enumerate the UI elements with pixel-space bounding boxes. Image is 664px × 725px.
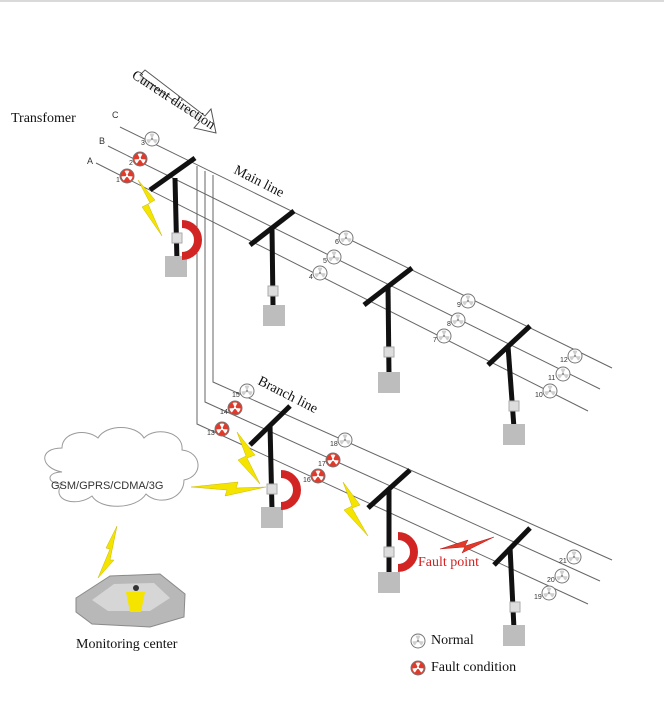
normal-indicator-icon	[326, 249, 342, 265]
normal-indicator-icon	[312, 265, 328, 281]
bolt-icon	[190, 481, 267, 497]
lightning-bolts	[97, 179, 369, 579]
fault-indicator-icon	[310, 468, 326, 484]
legend-normal-label: Normal	[431, 633, 474, 648]
cloud-icon	[44, 427, 199, 507]
indicator-number: 19	[534, 594, 542, 601]
fault-point-label: Fault point	[418, 555, 480, 570]
phase-b-label: B	[99, 136, 105, 146]
phase-a-label: A	[87, 156, 93, 166]
current-direction-arrow	[139, 69, 217, 134]
fault-indicator-icon	[214, 421, 230, 437]
indicator-number: 17	[318, 461, 326, 468]
main-line-poles	[148, 155, 532, 445]
network-label: GSM/GPRS/CDMA/3G	[51, 480, 164, 492]
indicator-number: 1	[116, 177, 120, 184]
indicator-number: 20	[547, 577, 555, 584]
monitoring-center-icon	[75, 573, 186, 628]
bolt-icon	[97, 525, 118, 579]
normal-indicator-icon	[541, 585, 557, 601]
normal-indicator-icon	[555, 366, 571, 382]
indicator-number: 2	[129, 160, 133, 167]
normal-indicator-icon	[554, 568, 570, 584]
normal-indicator-icon	[337, 432, 353, 448]
normal-indicator-icon	[542, 383, 558, 399]
fault-indicator-icon	[132, 151, 148, 167]
top-divider	[0, 0, 664, 2]
indicator-number: 8	[447, 321, 451, 328]
fault-point-icon	[439, 536, 495, 554]
bolt-icon	[342, 481, 369, 537]
indicator-number: 5	[323, 258, 327, 265]
normal-indicator-icon	[338, 230, 354, 246]
indicator-number: 13	[207, 430, 215, 437]
branch-line-poles	[248, 404, 532, 646]
indicator-number: 21	[559, 558, 567, 565]
normal-indicator-icon	[239, 383, 255, 399]
indicator-number: 7	[433, 337, 437, 344]
normal-indicator-icon	[144, 131, 160, 147]
indicator-number: 6	[335, 239, 339, 246]
indicator-number: 10	[535, 392, 543, 399]
bolt-icon	[236, 431, 261, 485]
monitoring-center-label: Monitoring center	[76, 637, 178, 652]
fault-indicators	[119, 131, 583, 601]
normal-indicator-icon	[460, 293, 476, 309]
legend-normal-icon	[410, 633, 426, 649]
phase-c-label: C	[112, 110, 119, 120]
normal-indicator-icon	[436, 328, 452, 344]
fault-indicator-icon	[119, 168, 135, 184]
indicator-number: 12	[560, 357, 568, 364]
indicator-number: 11	[548, 375, 556, 382]
fault-indicator-icon	[325, 452, 341, 468]
legend-fault-icon	[410, 660, 426, 676]
indicator-number: 4	[309, 274, 313, 281]
bolt-icon	[137, 179, 163, 237]
normal-indicator-icon	[567, 348, 583, 364]
transformer-label: Transfomer	[11, 111, 76, 126]
indicator-number: 15	[232, 392, 240, 399]
indicator-number: 14	[220, 409, 228, 416]
indicator-number: 16	[303, 477, 311, 484]
indicator-number: 9	[457, 302, 461, 309]
indicator-number: 18	[330, 441, 338, 448]
normal-indicator-icon	[566, 549, 582, 565]
fault-indicator-icon	[227, 400, 243, 416]
legend-fault-label: Fault condition	[431, 660, 517, 675]
indicator-number: 3	[141, 140, 145, 147]
normal-indicator-icon	[450, 312, 466, 328]
